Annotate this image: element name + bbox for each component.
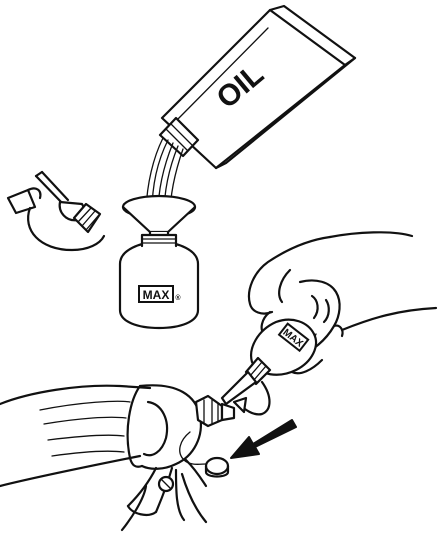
oil-can: OIL — [160, 6, 355, 168]
direction-arrow — [231, 420, 296, 458]
removed-cap — [180, 432, 228, 477]
nailer-tool — [0, 385, 234, 530]
nozzle-with-cap — [8, 172, 104, 250]
max-oil-bottle: MAX ® — [120, 235, 198, 328]
registered-mark: ® — [175, 294, 181, 302]
oil-bottle-in-hand: MAX — [222, 320, 316, 415]
bottle-logo-text: MAX — [143, 288, 170, 302]
